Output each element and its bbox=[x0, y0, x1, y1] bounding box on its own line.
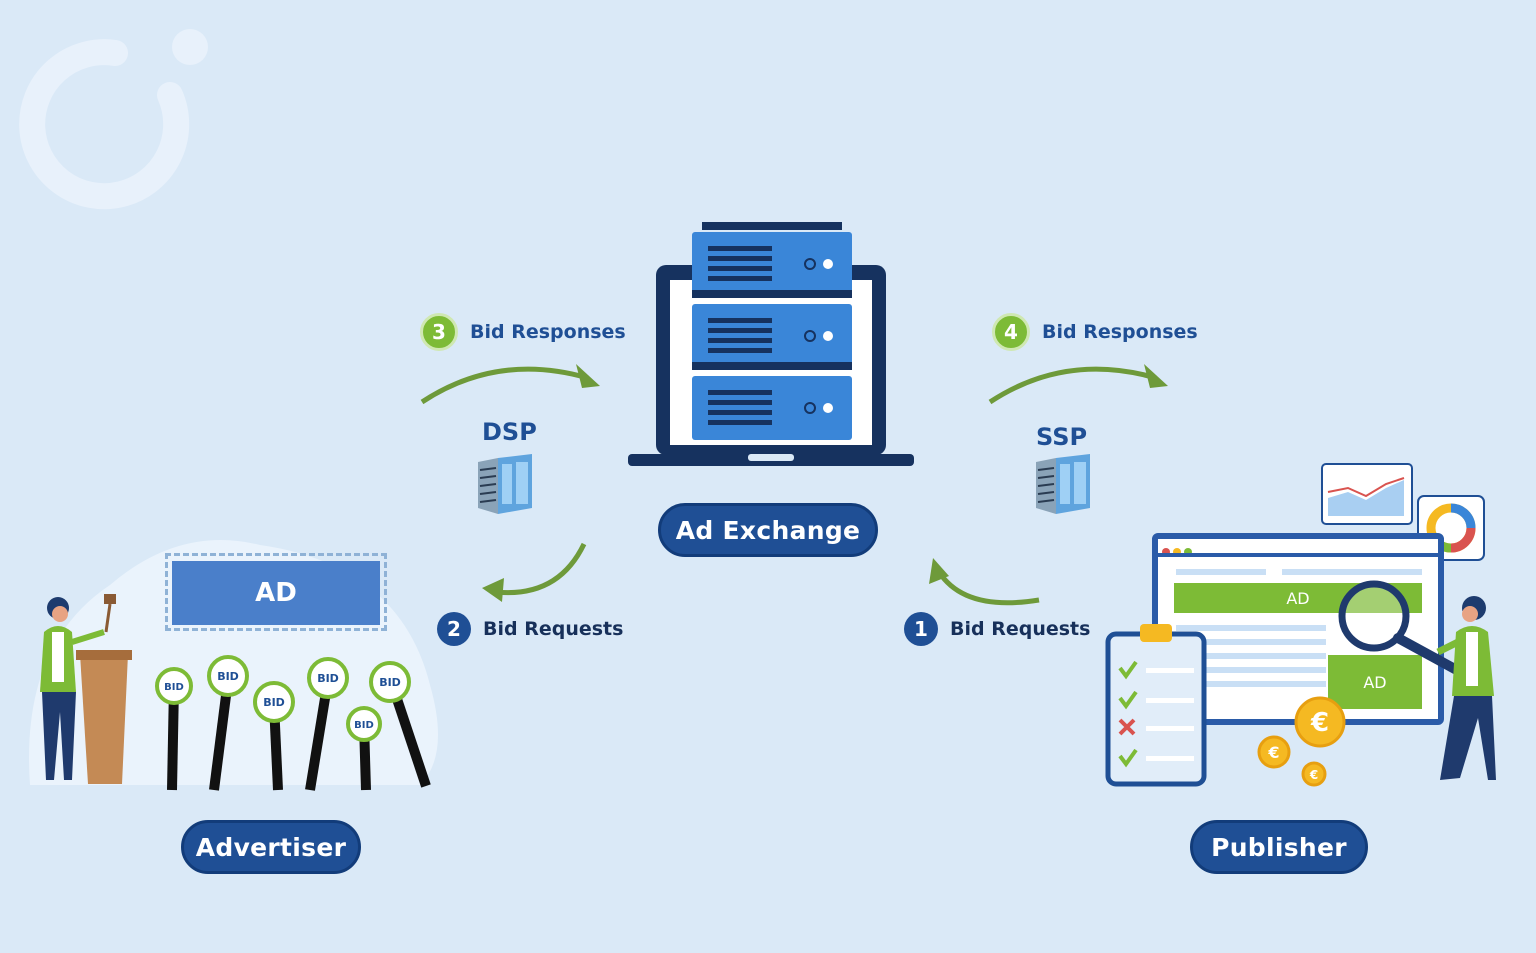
server-stack-icon bbox=[692, 222, 852, 440]
bid-text: BID bbox=[354, 720, 374, 731]
dsp-label: DSP bbox=[482, 418, 537, 446]
magnifier-icon bbox=[1338, 580, 1469, 679]
bid-paddle: BID bbox=[207, 655, 249, 791]
ad-exchange-label: Ad Exchange bbox=[658, 503, 878, 557]
step-number: 3 bbox=[420, 313, 458, 351]
bid-paddle: BID bbox=[346, 706, 382, 791]
server-rack-icon bbox=[1036, 454, 1090, 514]
bid-paddle: BID bbox=[369, 661, 431, 788]
ssp-label: SSP bbox=[1036, 423, 1088, 451]
bid-paddle: BID bbox=[155, 667, 193, 791]
svg-text:€: € bbox=[1267, 743, 1279, 762]
ad-banner: AD bbox=[172, 561, 380, 625]
publisher-ad-side: AD bbox=[1328, 655, 1422, 709]
step-2: 2 Bid Requests bbox=[437, 612, 623, 646]
arrow-bid-responses-4 bbox=[988, 364, 1168, 405]
bid-text: BID bbox=[379, 676, 401, 689]
bid-text: BID bbox=[263, 696, 285, 709]
browser-dots bbox=[1162, 541, 1192, 560]
server-rack-icon bbox=[478, 454, 532, 514]
step-label: Bid Requests bbox=[950, 618, 1091, 640]
step-4: 4 Bid Responses bbox=[992, 313, 1198, 351]
euro-coin-icon: € € € bbox=[1257, 696, 1346, 787]
arrow-bid-requests-1 bbox=[929, 558, 1040, 606]
auction-gavel-icon bbox=[40, 594, 132, 784]
arrow-bid-requests-2 bbox=[482, 542, 587, 602]
advertiser-label: Advertiser bbox=[181, 820, 361, 874]
step-1: 1 Bid Requests bbox=[904, 612, 1090, 646]
bid-paddle: BID bbox=[305, 657, 349, 791]
bid-paddle: BID bbox=[253, 681, 295, 791]
publisher-woman-icon bbox=[1436, 596, 1496, 780]
bid-text: BID bbox=[217, 670, 239, 683]
step-number: 4 bbox=[992, 313, 1030, 351]
step-3: 3 Bid Responses bbox=[420, 313, 626, 351]
step-label: Bid Requests bbox=[483, 618, 624, 640]
step-label: Bid Responses bbox=[470, 321, 626, 343]
chart-icon bbox=[1321, 463, 1413, 525]
arrow-bid-responses-3 bbox=[420, 364, 600, 405]
bid-text: BID bbox=[164, 682, 184, 693]
brand-logo-icon bbox=[19, 29, 208, 210]
svg-text:€: € bbox=[1310, 708, 1329, 738]
ad-banner-frame bbox=[165, 553, 387, 631]
step-number: 1 bbox=[904, 612, 938, 646]
svg-text:€: € bbox=[1309, 768, 1318, 782]
step-number: 2 bbox=[437, 612, 471, 646]
publisher-label: Publisher bbox=[1190, 820, 1368, 874]
step-label: Bid Responses bbox=[1042, 321, 1198, 343]
bid-text: BID bbox=[317, 672, 339, 685]
bid-paddles: BID BID BID BID BID BID bbox=[155, 655, 431, 791]
checklist-icon bbox=[1105, 624, 1207, 787]
